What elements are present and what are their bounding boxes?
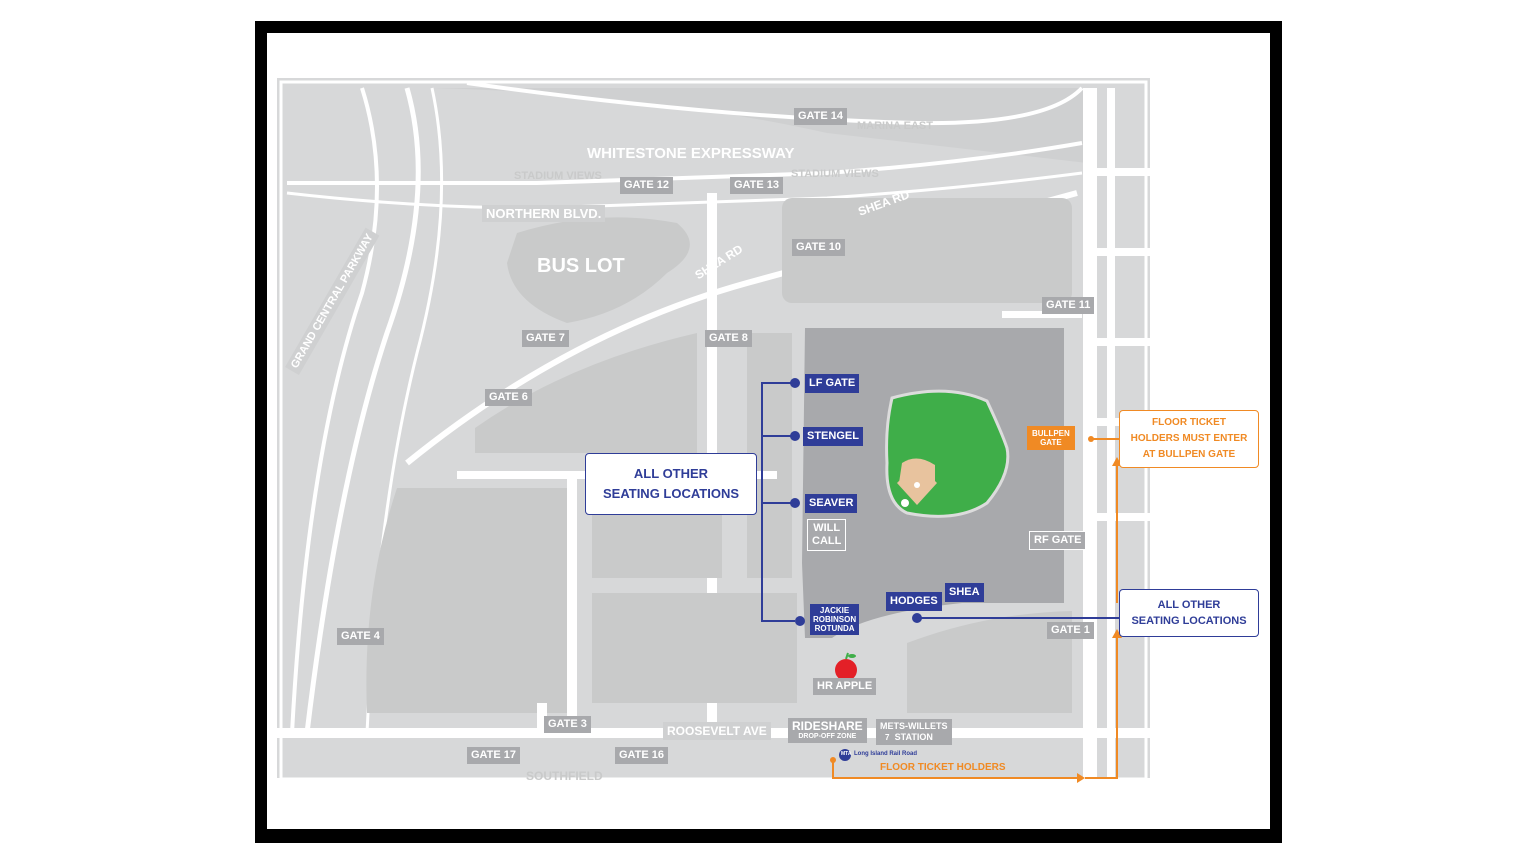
gate-16-label: GATE 16 (615, 747, 669, 764)
gate-17-label: GATE 17 (467, 747, 521, 764)
stadium-views-label: STADIUM VIEWS (514, 170, 602, 182)
venue-map (277, 78, 1152, 788)
jackie-robinson-rotunda-entrance: JACKIE ROBINSON ROTUNDA (810, 604, 860, 635)
hr-apple-icon (835, 659, 857, 681)
callout-left-line-2: SEATING LOCATIONS (602, 486, 740, 501)
all-other-seating-callout-left: ALL OTHER SEATING LOCATIONS (585, 453, 757, 515)
floor-path (832, 438, 1130, 779)
shea-entrance: SHEA (945, 583, 984, 602)
seaver-entrance: SEAVER (805, 494, 858, 513)
baseball-field (885, 389, 1010, 518)
stengel-entrance: STENGEL (803, 427, 863, 446)
jackie-line-2: ROBINSON (813, 615, 857, 624)
callout-left-line-1: ALL OTHER (633, 466, 709, 481)
floor-callout-line-1: FLOOR TICKET (1152, 417, 1226, 428)
lf-gate-dot (790, 378, 800, 388)
rideshare-title: RIDESHARE (792, 719, 863, 733)
gate-6-label: GATE 6 (485, 389, 532, 406)
mets-willets-station-label: METS-WILLETS STATION (876, 719, 952, 745)
map-frame: WHITESTONE EXPRESSWAY NORTHERN BLVD. BUS… (255, 21, 1282, 843)
floor-callout-line-3: AT BULLPEN GATE (1142, 449, 1236, 460)
gate-10-label: GATE 10 (792, 239, 846, 256)
rideshare-dropoff-label: RIDESHARE DROP-OFF ZONE (788, 718, 867, 743)
gate-11-label: GATE 11 (1042, 297, 1095, 314)
hr-apple-label: HR APPLE (813, 678, 877, 695)
station-line: STATION (894, 732, 933, 742)
hodges-entrance: HODGES (886, 592, 942, 611)
will-call-line-2: CALL (812, 535, 842, 547)
jackie-line-3: ROTUNDA (814, 624, 855, 633)
lf-gate-entrance: LF GATE (805, 374, 860, 393)
gate-7-label: GATE 7 (522, 330, 569, 347)
dropoff-subtitle: DROP-OFF ZONE (798, 733, 857, 740)
will-call-label: WILL CALL (807, 519, 847, 551)
bullpen-line-2: GATE (1040, 438, 1062, 447)
gate-3-label: GATE 3 (544, 716, 591, 733)
stengel-dot (790, 431, 800, 441)
rf-gate-label: RF GATE (1029, 531, 1087, 550)
bullpen-line-1: BULLPEN (1032, 429, 1070, 438)
lirr-badge-text: MTA (841, 751, 852, 757)
southfield-label: SOUTHFIELD (526, 769, 603, 783)
jackie-line-1: JACKIE (819, 606, 850, 615)
gate-8-label: GATE 8 (705, 330, 752, 347)
bullpen-gate-entrance: BULLPEN GATE (1027, 426, 1075, 450)
map-paper: WHITESTONE EXPRESSWAY NORTHERN BLVD. BUS… (267, 33, 1270, 829)
gate-13-label: GATE 13 (730, 177, 784, 194)
subway-line-number: 7 (885, 733, 890, 742)
bus-lot-label: BUS LOT (537, 255, 625, 277)
whitestone-expressway-label: WHITESTONE EXPRESSWAY (587, 145, 795, 162)
gate-12-label: GATE 12 (620, 177, 674, 194)
callout-right-line-1: ALL OTHER (1157, 599, 1221, 611)
all-other-seating-callout-right: ALL OTHER SEATING LOCATIONS (1119, 589, 1259, 637)
floor-ticket-callout: FLOOR TICKET HOLDERS MUST ENTER AT BULLP… (1119, 410, 1259, 468)
left-connector (761, 382, 795, 622)
seaver-dot (790, 498, 800, 508)
gate-4-label: GATE 4 (337, 628, 384, 645)
will-call-line-1: WILL (813, 522, 841, 534)
stadium-views-label-2: STADIUM VIEWS (791, 168, 879, 180)
floor-callout-line-2: HOLDERS MUST ENTER (1130, 433, 1248, 444)
gate-1-label: GATE 1 (1047, 622, 1094, 639)
callout-right-line-2: SEATING LOCATIONS (1131, 615, 1247, 627)
lirr-label: Long Island Rail Road (854, 751, 918, 757)
lirr-icon (839, 749, 851, 761)
floor-ticket-holders-path-label: FLOOR TICKET HOLDERS (880, 762, 1006, 773)
hodges-dot (912, 613, 922, 623)
marina-east-label: MARINA EAST (857, 120, 933, 132)
roosevelt-ave-label: ROOSEVELT AVE (663, 722, 771, 740)
gate-14-label: GATE 14 (794, 108, 848, 125)
seaver-way-label: SEAVER WAY (1084, 440, 1097, 512)
jackie-robinson-dot (795, 616, 805, 626)
northern-blvd-label: NORTHERN BLVD. (482, 205, 606, 222)
mets-willets-line: METS-WILLETS (880, 721, 948, 731)
